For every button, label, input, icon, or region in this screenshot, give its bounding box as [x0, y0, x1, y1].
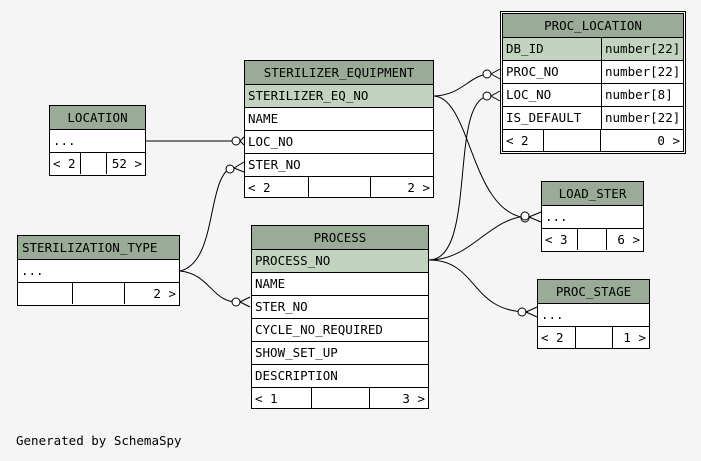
column-row[interactable]: STERILIZER_EQ_NO	[245, 85, 433, 108]
column-name: STERILIZER_EQ_NO	[248, 88, 369, 103]
children-count[interactable]: 6 >	[617, 232, 640, 247]
children-count[interactable]: 2 >	[153, 286, 176, 301]
footer-spacer	[544, 130, 601, 151]
column-name: ...	[53, 133, 76, 148]
footer-spacer	[578, 229, 607, 250]
children-count[interactable]: 2 >	[407, 180, 430, 195]
parents-count[interactable]: < 1	[252, 388, 312, 409]
column-name: PROCESS_NO	[255, 253, 331, 268]
table-header[interactable]: PROC_LOCATION	[503, 14, 683, 38]
column-name: ...	[21, 263, 44, 278]
table-location[interactable]: LOCATION ... < 2 52 >	[49, 105, 146, 176]
footer-spacer	[81, 153, 107, 174]
column-row[interactable]: DB_ID number[22]	[503, 38, 683, 61]
parents-count[interactable]: < 2	[245, 177, 309, 198]
column-type: number[22]	[601, 107, 683, 129]
table-header[interactable]: LOCATION	[50, 106, 145, 130]
table-footer: < 1 3 >	[252, 388, 428, 409]
column-name: LOC_NO	[248, 134, 294, 149]
children-count[interactable]: 0 >	[657, 133, 680, 148]
edge-sterilization-type-process	[179, 270, 238, 303]
table-footer: < 2 0 >	[503, 130, 683, 151]
edge-process-load-ster	[428, 215, 529, 261]
table-proc-stage[interactable]: PROC_STAGE ... < 2 1 >	[537, 279, 650, 349]
column-row[interactable]: ...	[542, 206, 643, 229]
table-header[interactable]: LOAD_STER	[542, 182, 643, 206]
column-name: PROC_NO	[506, 64, 559, 79]
column-name: DESCRIPTION	[255, 368, 338, 383]
table-header[interactable]: STERILIZATION_TYPE	[18, 236, 179, 260]
parents-count[interactable]: < 3	[542, 229, 578, 250]
column-name: NAME	[255, 276, 286, 291]
edge-process-proc-location	[428, 95, 491, 261]
table-footer: < 2 1 >	[538, 327, 649, 348]
table-footer: < 3 6 >	[542, 229, 643, 250]
column-name: SHOW_SET_UP	[255, 345, 338, 360]
column-name: ...	[545, 209, 568, 224]
footer-spacer	[312, 388, 370, 409]
parents-count[interactable]	[18, 283, 73, 304]
footer-spacer	[576, 327, 613, 348]
children-count[interactable]: 1 >	[623, 330, 646, 345]
column-row[interactable]: ...	[50, 130, 145, 153]
column-type: number[8]	[601, 84, 683, 106]
table-footer: < 2 2 >	[245, 177, 433, 198]
column-type: number[22]	[601, 38, 683, 60]
column-row[interactable]: ...	[538, 304, 649, 327]
column-row[interactable]: ...	[18, 260, 179, 283]
column-row[interactable]: STER_NO	[245, 154, 433, 177]
column-row[interactable]: PROCESS_NO	[252, 250, 428, 273]
children-count[interactable]: 3 >	[402, 391, 425, 406]
column-row[interactable]: PROC_NO number[22]	[503, 61, 683, 84]
column-row[interactable]: LOC_NO	[245, 131, 433, 154]
table-process[interactable]: PROCESS PROCESS_NO NAME STER_NO CYCLE_NO…	[251, 225, 429, 409]
column-name: CYCLE_NO_REQUIRED	[255, 322, 383, 337]
column-row[interactable]: DESCRIPTION	[252, 365, 428, 388]
footer-spacer	[309, 177, 371, 198]
table-load-ster[interactable]: LOAD_STER ... < 3 6 >	[541, 181, 644, 252]
parents-count[interactable]: < 2	[538, 327, 576, 348]
column-type: number[22]	[601, 61, 683, 83]
table-footer: 2 >	[18, 283, 179, 304]
table-sterilization-type[interactable]: STERILIZATION_TYPE ... 2 >	[17, 235, 180, 306]
column-name: DB_ID	[506, 41, 544, 56]
table-sterilizer-equipment[interactable]: STERILIZER_EQUIPMENT STERILIZER_EQ_NO NA…	[244, 60, 434, 198]
column-row[interactable]: CYCLE_NO_REQUIRED	[252, 319, 428, 342]
parents-count[interactable]: < 2	[50, 153, 81, 174]
column-row[interactable]: IS_DEFAULT number[22]	[503, 107, 683, 130]
column-name: LOC_NO	[506, 87, 552, 102]
parents-count[interactable]: < 2	[503, 130, 544, 151]
table-header[interactable]: PROCESS	[252, 226, 428, 250]
column-row[interactable]: NAME	[245, 108, 433, 131]
column-row[interactable]: SHOW_SET_UP	[252, 342, 428, 365]
footer-spacer	[73, 283, 125, 304]
column-row[interactable]: STER_NO	[252, 296, 428, 319]
column-name: IS_DEFAULT	[506, 110, 582, 125]
table-header[interactable]: STERILIZER_EQUIPMENT	[245, 61, 433, 85]
table-footer: < 2 52 >	[50, 153, 145, 174]
edge-sterilizer-equipment-proc-location	[432, 73, 491, 97]
table-header[interactable]: PROC_STAGE	[538, 280, 649, 304]
table-proc-location[interactable]: PROC_LOCATION DB_ID number[22] PROC_NO n…	[500, 11, 686, 154]
column-name: NAME	[248, 111, 279, 126]
children-count[interactable]: 52 >	[111, 156, 142, 171]
generated-by-note: Generated by SchemaSpy	[16, 433, 182, 448]
column-row[interactable]: LOC_NO number[8]	[503, 84, 683, 107]
column-row[interactable]: NAME	[252, 273, 428, 296]
edge-sterilization-type-sterilizer-equipment	[179, 166, 233, 272]
column-name: ...	[541, 307, 564, 322]
edge-process-proc-stage	[428, 259, 529, 313]
column-name: STER_NO	[255, 299, 308, 314]
column-name: STER_NO	[248, 157, 301, 172]
